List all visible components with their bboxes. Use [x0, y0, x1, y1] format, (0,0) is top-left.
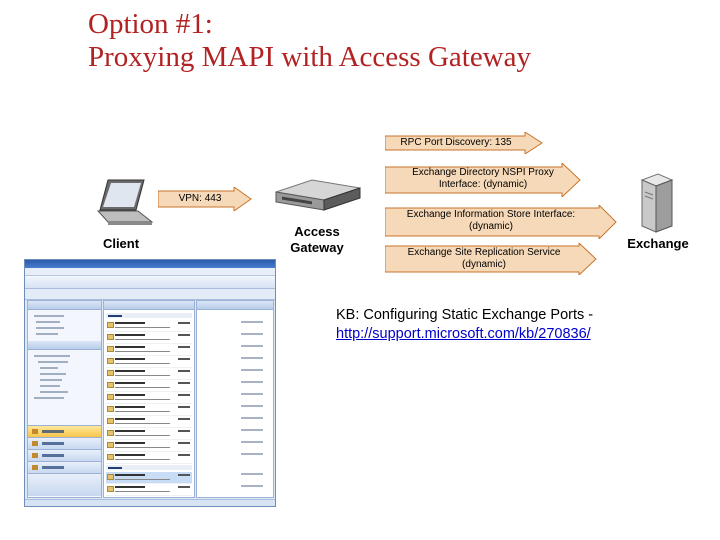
list-item: [106, 356, 192, 368]
nspi-label-line-1: Exchange Directory NSPI Proxy: [412, 167, 554, 178]
nav-button-calendar: [28, 437, 101, 449]
list-item: [106, 380, 192, 392]
message-list-header: [104, 301, 194, 310]
list-item: [106, 368, 192, 380]
list-item: [106, 344, 192, 356]
nav-button-shortcuts: [28, 473, 101, 496]
vpn-arrow: [158, 187, 252, 211]
nav-button-mail: [28, 425, 101, 437]
nspi-label-line-2: Interface: (dynamic): [438, 179, 528, 190]
list-item: [106, 392, 192, 404]
nav-button-contacts: [28, 449, 101, 461]
nav-pane-header: [28, 301, 101, 310]
gateway-label-line-1: Access: [294, 224, 340, 239]
replication-arrow: [385, 243, 597, 275]
outlook-screenshot: [24, 259, 276, 507]
list-item: [106, 416, 192, 428]
list-item: [106, 452, 192, 464]
replication-label: Exchange Site Replication Service (dynam…: [386, 247, 582, 271]
rpc-label: RPC Port Discovery: 135: [400, 137, 512, 148]
list-item: [106, 404, 192, 416]
outlook-reading-pane: [196, 300, 274, 498]
store-label-line-2: (dynamic): [469, 221, 513, 232]
list-item: [106, 440, 192, 452]
list-item: [106, 472, 192, 484]
exchange-label: Exchange: [627, 236, 689, 251]
title-line-2: Proxying MAPI with Access Gateway: [88, 41, 532, 73]
kb-link[interactable]: http://support.microsoft.com/kb/270836/: [336, 326, 591, 342]
client-label: Client: [102, 236, 140, 251]
gateway-label: Access Gateway: [282, 224, 352, 256]
list-item: [106, 332, 192, 344]
nspi-label: Exchange Directory NSPI Proxy Interface:…: [388, 167, 578, 191]
outlook-menubar: [25, 268, 275, 276]
replication-label-line-1: Exchange Site Replication Service: [407, 247, 561, 258]
outlook-titlebar: [25, 260, 275, 268]
nav-folders-header: [28, 341, 101, 350]
outlook-navigation-pane: [27, 300, 102, 498]
kb-text: KB: Configuring Static Exchange Ports -: [336, 307, 594, 323]
rpc-arrow: [385, 132, 543, 154]
group-header: [106, 313, 192, 318]
list-item: [106, 484, 192, 496]
store-label-line-1: Exchange Information Store Interface:: [406, 209, 576, 220]
replication-label-line-2: (dynamic): [462, 259, 506, 270]
server-icon: [640, 173, 674, 233]
outlook-message-list: [103, 300, 195, 498]
list-item: [106, 320, 192, 332]
laptop-icon: [96, 179, 154, 225]
vpn-label: VPN: 443: [178, 193, 222, 204]
outlook-toolbar: [25, 276, 275, 289]
group-header: [106, 465, 192, 470]
nspi-arrow: [385, 163, 581, 197]
list-item: [106, 428, 192, 440]
title-line-1: Option #1:: [88, 8, 213, 40]
slide-title: Option #1: Proxying MAPI with Access Gat…: [88, 8, 531, 74]
store-label: Exchange Information Store Interface: (d…: [386, 209, 596, 233]
outlook-toolbar-secondary: [25, 289, 275, 300]
outlook-statusbar: [25, 499, 275, 506]
nav-button-tasks: [28, 461, 101, 473]
store-arrow: [385, 205, 617, 239]
reading-pane-header: [197, 301, 273, 310]
gateway-appliance-icon: [275, 179, 361, 211]
gateway-label-line-2: Gateway: [290, 240, 344, 255]
